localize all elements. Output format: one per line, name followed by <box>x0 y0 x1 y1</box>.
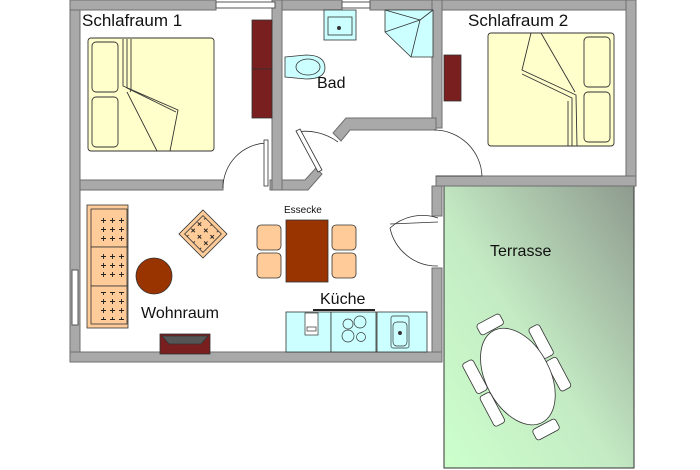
stove <box>341 315 367 343</box>
double-bed <box>87 37 215 152</box>
water-heater <box>304 312 319 336</box>
bedroom-2: Schlafraum 2 <box>443 11 615 147</box>
room-label-kitchen: Küche <box>320 291 365 308</box>
doors <box>222 128 483 267</box>
bedroom-1: Schlafraum 1 <box>82 11 273 152</box>
toilet <box>284 54 326 80</box>
windows <box>71 1 371 326</box>
double-bed <box>487 32 615 147</box>
room-label-bedroom-1: Schlafraum 1 <box>82 11 182 30</box>
room-label-bathroom: Bad <box>317 75 345 92</box>
shower <box>384 9 434 58</box>
room-label-bedroom-2: Schlafraum 2 <box>468 11 568 30</box>
dining-corner: Essecke <box>256 205 357 283</box>
sink <box>323 9 357 41</box>
kitchen-counter <box>285 311 428 353</box>
dining-table <box>285 219 329 283</box>
kitchen: Küche <box>285 291 428 353</box>
dining-chairs <box>256 224 357 279</box>
terrace-furniture <box>462 313 572 441</box>
room-label-living-room: Wohnraum <box>141 305 219 322</box>
room-label-dining: Essecke <box>284 205 322 216</box>
bathroom: Bad <box>284 9 434 92</box>
kitchen-sink <box>390 315 410 349</box>
tv-cabinet <box>159 333 211 355</box>
wardrobe <box>443 54 462 102</box>
terrace-table <box>480 327 556 426</box>
walls <box>69 0 637 363</box>
sofa <box>86 204 129 329</box>
armchair <box>178 209 228 259</box>
wardrobe <box>251 19 273 119</box>
living-room: Wohnraum <box>86 204 228 355</box>
room-label-terrace: Terrasse <box>490 243 551 260</box>
round-coffee-table <box>135 257 173 295</box>
